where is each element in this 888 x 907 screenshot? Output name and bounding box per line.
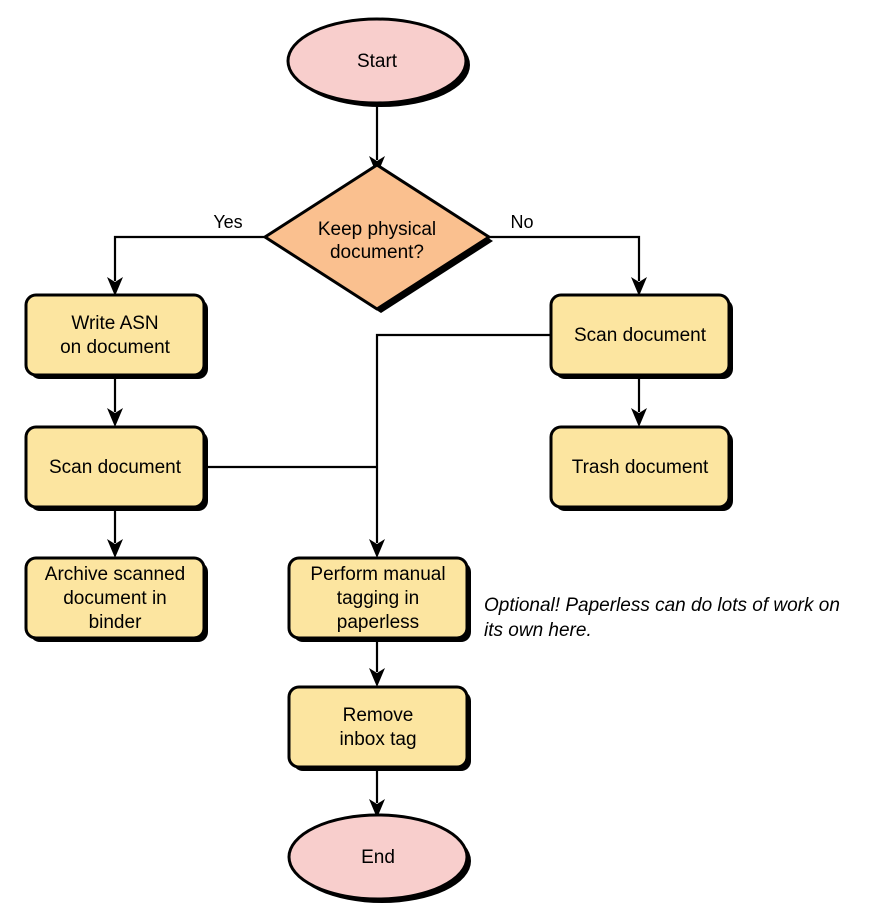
edge-label-no: No <box>510 212 533 232</box>
edge-label-yes: Yes <box>213 212 242 232</box>
node-scan-document-left[interactable]: Scan document <box>24 425 208 511</box>
edge-decision-no: No <box>489 212 647 296</box>
node-write-asn-label-line2: on document <box>60 337 171 358</box>
node-archive-binder[interactable]: Archive scanned document in binder <box>24 556 208 642</box>
node-archive-binder-label-line2: document in <box>63 588 167 609</box>
node-scan-document-right-label: Scan document <box>574 325 707 346</box>
node-trash-document-label: Trash document <box>572 457 709 478</box>
node-decision-keep-physical[interactable]: Keep physical document? <box>263 163 493 313</box>
edge-decision-yes: Yes <box>107 212 265 296</box>
node-remove-inbox-tag-label-line1: Remove <box>343 705 414 726</box>
edge-removeinbox-to-end <box>369 771 385 818</box>
edge-scanright-to-tagging <box>369 333 551 558</box>
node-remove-inbox-tag-label-line2: inbox tag <box>339 729 416 750</box>
edge-tagging-to-removeinbox <box>369 641 385 687</box>
edge-scanleft-to-archive <box>107 507 123 558</box>
node-end[interactable]: End <box>287 813 471 903</box>
node-start-label: Start <box>357 51 398 72</box>
node-remove-inbox-tag[interactable]: Remove inbox tag <box>287 685 471 771</box>
edge-writeasn-to-scanleft <box>107 375 123 427</box>
node-end-label: End <box>361 847 395 868</box>
annotation-optional-note-line2: its own here. <box>484 620 592 641</box>
node-decision-label-line2: document? <box>330 242 424 263</box>
node-write-asn-label-line1: Write ASN <box>71 313 158 334</box>
annotation-optional-note: Optional! Paperless can do lots of work … <box>484 595 840 641</box>
node-trash-document[interactable]: Trash document <box>549 425 733 511</box>
node-write-asn[interactable]: Write ASN on document <box>24 293 208 379</box>
node-manual-tagging-label-line3: paperless <box>337 612 419 633</box>
node-archive-binder-label-line1: Archive scanned <box>45 564 185 585</box>
node-decision-label-line1: Keep physical <box>318 219 436 240</box>
node-archive-binder-label-line3: binder <box>89 612 142 633</box>
edge-scanright-to-trash <box>631 375 647 427</box>
node-manual-tagging[interactable]: Perform manual tagging in paperless <box>287 556 471 642</box>
annotation-optional-note-line1: Optional! Paperless can do lots of work … <box>484 595 840 616</box>
node-manual-tagging-label-line1: Perform manual <box>310 564 445 585</box>
node-manual-tagging-label-line2: tagging in <box>337 588 419 609</box>
node-scan-document-right[interactable]: Scan document <box>549 293 733 379</box>
node-scan-document-left-label: Scan document <box>49 457 182 478</box>
node-start[interactable]: Start <box>286 17 470 107</box>
